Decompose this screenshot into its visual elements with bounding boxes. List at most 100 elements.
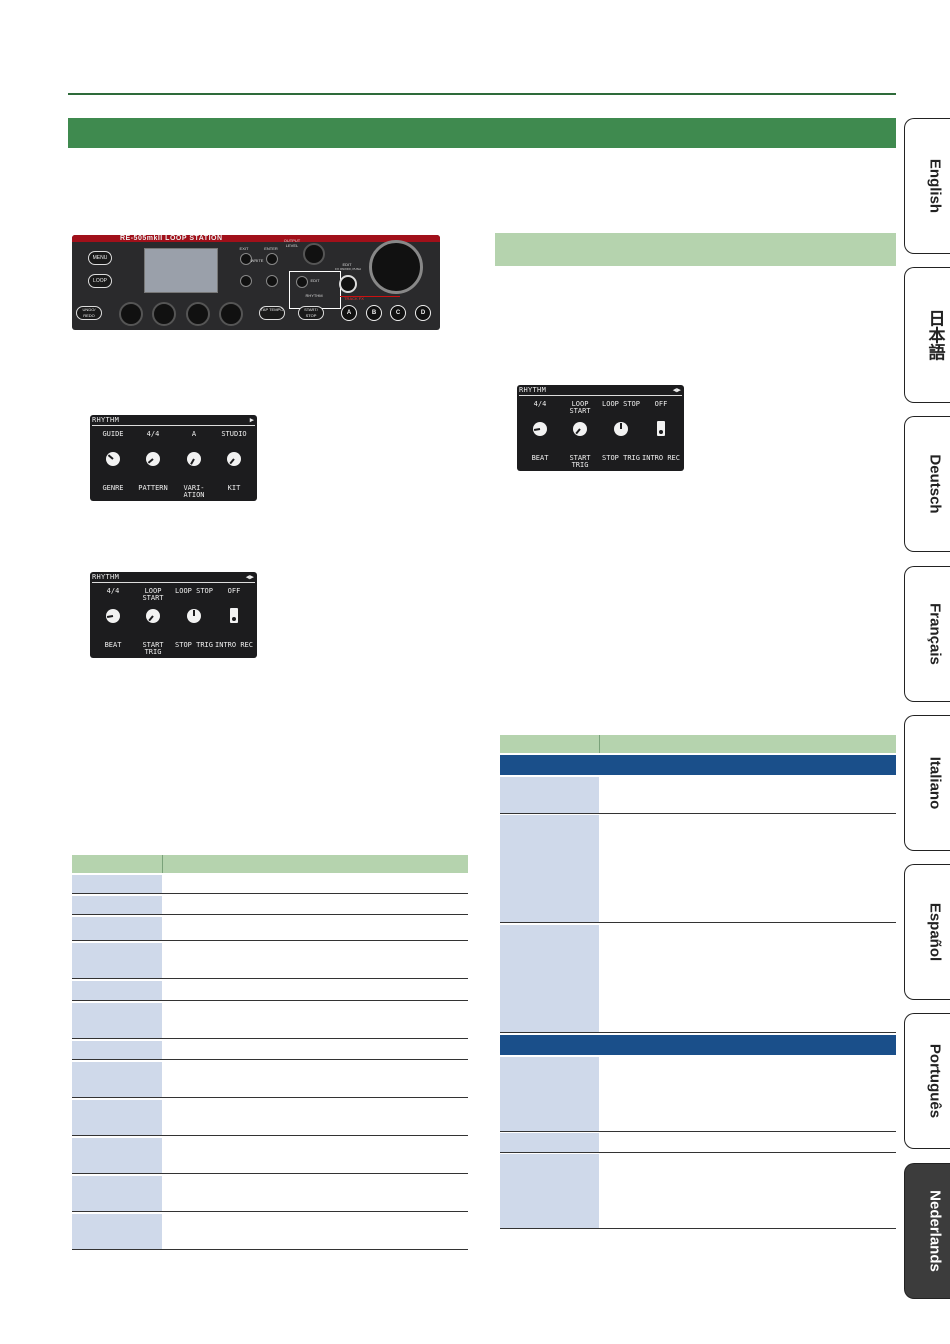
table-row <box>500 777 896 814</box>
tab-italiano[interactable]: Italiano <box>904 715 950 851</box>
table-row <box>500 1133 896 1153</box>
edit-label-right: EDIT <box>342 262 352 267</box>
param-name: STOP TRIG <box>175 641 213 649</box>
page-arrow-icon: ▶ <box>249 416 254 424</box>
control-knob-2[interactable] <box>152 302 176 326</box>
row-label-cell <box>72 1041 162 1059</box>
row-label-cell <box>72 1100 162 1135</box>
param-value: GUIDE <box>102 430 124 438</box>
row-label-cell <box>500 777 599 813</box>
table-row <box>500 815 896 923</box>
param-value: STUDIO <box>221 430 247 438</box>
param-value: LOOP STOP <box>602 400 640 408</box>
fx-button[interactable] <box>339 275 357 293</box>
dial-icon <box>573 422 587 436</box>
page-arrow-icon: ◀▶ <box>672 386 681 394</box>
enter-button[interactable] <box>266 253 278 265</box>
table-header-divider <box>162 855 163 873</box>
control-knob-1[interactable] <box>119 302 143 326</box>
table-row <box>500 1154 896 1229</box>
tab-label: 日本語 <box>925 309 945 361</box>
row-label-cell <box>72 1214 162 1249</box>
param-name: STOP TRIG <box>602 454 640 462</box>
section-title-bar <box>68 118 896 148</box>
table-row <box>500 925 896 1033</box>
table-row <box>72 1176 468 1212</box>
screen-rule <box>92 425 255 426</box>
track-fx-label: TRACK FX <box>344 296 364 301</box>
tab-nederlands[interactable]: Nederlands <box>904 1163 950 1299</box>
param-name: INTRO REC <box>642 454 680 462</box>
dial-icon <box>187 609 201 623</box>
param-name: BEAT <box>104 641 122 649</box>
dial-icon <box>533 422 547 436</box>
control-knob-4[interactable] <box>219 302 243 326</box>
tab-label: Français <box>926 603 944 665</box>
dial-icon <box>106 609 120 623</box>
fx-note-label: FX ON/OFF, PUSH <box>335 267 361 271</box>
screen-title: RHYTHM <box>519 386 547 394</box>
switch-icon <box>230 608 238 623</box>
rhythm-screen-page1: RHYTHM ▶ GUIDE 4/4 A STUDIO GENRE PATTER… <box>90 415 257 501</box>
tab-label: Nederlands <box>926 1190 944 1272</box>
param-value: OFF <box>654 400 668 408</box>
screen-title: RHYTHM <box>92 416 120 424</box>
enter-label: ENTER <box>264 246 278 251</box>
output-level-knob[interactable] <box>303 243 325 265</box>
device-display <box>144 248 218 293</box>
param-name: START TRIG <box>142 641 164 656</box>
param-name: KIT <box>227 484 241 492</box>
fx-a-button[interactable]: A <box>341 305 357 321</box>
tab-francais[interactable]: Français <box>904 566 950 702</box>
table-row <box>72 1062 468 1098</box>
table-header <box>500 735 896 753</box>
dial-icon <box>227 452 241 466</box>
left-button[interactable] <box>240 275 252 287</box>
main-dial[interactable] <box>369 240 423 294</box>
fx-d-button[interactable]: D <box>415 305 431 321</box>
table-row <box>72 1100 468 1136</box>
start-stop-button[interactable]: START/ STOP <box>298 306 324 320</box>
row-label-cell <box>72 1003 162 1038</box>
rhythm-highlight-box <box>289 271 341 309</box>
param-value: LOOP STOP <box>175 587 213 595</box>
param-value: 4/4 <box>533 400 547 408</box>
rhythm-edit-button[interactable] <box>296 276 308 288</box>
tab-english[interactable]: English <box>904 118 950 254</box>
table-row <box>72 896 468 915</box>
screen-rule <box>519 395 682 396</box>
fx-b-button[interactable]: B <box>366 305 382 321</box>
row-label-cell <box>500 1057 599 1131</box>
left-parameter-table <box>72 855 468 1251</box>
switch-icon <box>657 421 665 436</box>
tap-tempo-button[interactable]: TAP TEMPO <box>259 306 285 320</box>
rhythm-edit-label: EDIT <box>310 278 320 283</box>
loop-button[interactable]: LOOP <box>88 274 112 288</box>
param-value: 4/4 <box>106 587 120 595</box>
param-name: INTRO REC <box>215 641 253 649</box>
tab-portugues[interactable]: Português <box>904 1013 950 1149</box>
row-label-cell <box>72 875 162 893</box>
fx-c-button[interactable]: C <box>390 305 406 321</box>
top-rule <box>68 93 896 95</box>
rhythm-screen-page2: RHYTHM ◀▶ 4/4 LOOP START LOOP STOP OFF B… <box>90 572 257 658</box>
right-button[interactable] <box>266 275 278 287</box>
table-row <box>72 875 468 894</box>
table-section-band <box>500 755 896 775</box>
tab-japanese[interactable]: 日本語 <box>904 267 950 403</box>
undo-redo-button[interactable]: UNDO/ REDO <box>76 306 102 320</box>
rhythm-screen-page2-right: RHYTHM ◀▶ 4/4 LOOP START LOOP STOP OFF B… <box>517 385 684 471</box>
control-knob-3[interactable] <box>186 302 210 326</box>
table-header <box>72 855 468 873</box>
tab-deutsch[interactable]: Deutsch <box>904 416 950 552</box>
dial-icon <box>146 609 160 623</box>
row-label-cell <box>500 925 599 1032</box>
menu-button[interactable]: MENU <box>88 251 112 265</box>
device-panel-photo: RE-505mkII LOOP STATION MENU LOOP UNDO/ … <box>72 235 440 330</box>
tab-espanol[interactable]: Español <box>904 864 950 1000</box>
param-name: GENRE <box>102 484 124 492</box>
write-label: WRITE <box>250 258 264 263</box>
exit-button[interactable] <box>240 253 252 265</box>
tab-label: English <box>926 158 944 214</box>
table-row <box>72 943 468 979</box>
